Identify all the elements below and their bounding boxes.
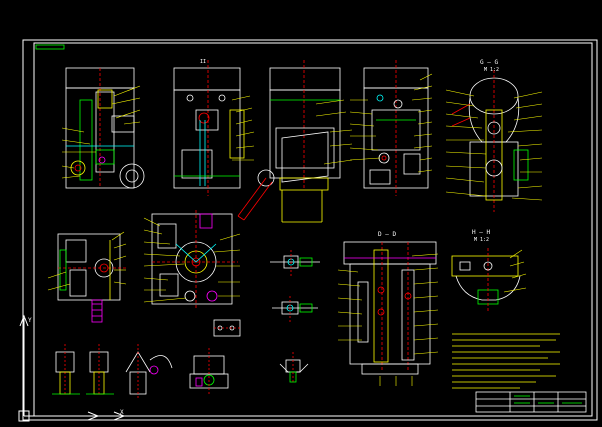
detail-bottom-4 [189, 348, 229, 396]
outer-frame [22, 39, 598, 421]
section-d-d [343, 241, 437, 375]
detail-mid-small [213, 319, 241, 337]
view-4 [363, 60, 429, 196]
view-3 [237, 60, 341, 223]
leaders-view-2 [231, 95, 255, 161]
title-block [475, 391, 587, 413]
view-plan-left [57, 233, 126, 323]
leaders-view-1 [61, 85, 141, 179]
detail-bottom-3 [125, 344, 173, 398]
section-scale-h-h: M 1:2 [474, 237, 490, 243]
view-front-1 [65, 67, 145, 189]
detail-small-2 [272, 296, 318, 322]
leaders-section-d [337, 253, 439, 386]
section-h-h [451, 248, 521, 312]
leaders-view-3 [315, 99, 353, 165]
leaders-plan-left [47, 231, 127, 291]
small-section-mark: II [200, 59, 207, 65]
section-label-g-g: G — G [480, 59, 499, 66]
view-side-2 [173, 60, 245, 196]
technical-notes [452, 333, 560, 389]
section-scale-g-g: M 1:2 [484, 67, 500, 73]
corner-tag [35, 44, 65, 50]
axis-label-x: X [120, 409, 124, 416]
leaders-plan-center [143, 217, 241, 303]
detail-small-3 [279, 352, 309, 384]
section-g-g [451, 70, 529, 212]
ucs-axis-icon [18, 314, 126, 422]
leaders-view-4 [349, 73, 433, 173]
inner-frame [33, 42, 593, 417]
detail-bottom-1 [52, 344, 80, 396]
leaders-section-h [503, 249, 527, 293]
leaders-section-g [445, 89, 543, 201]
view-plan-center [151, 210, 238, 310]
detail-small-1 [270, 250, 320, 276]
section-label-h-h: H — H [472, 229, 491, 236]
section-label-d-d: D — D [378, 231, 397, 238]
detail-bottom-2 [86, 344, 114, 396]
axis-label-y: Y [28, 317, 32, 324]
